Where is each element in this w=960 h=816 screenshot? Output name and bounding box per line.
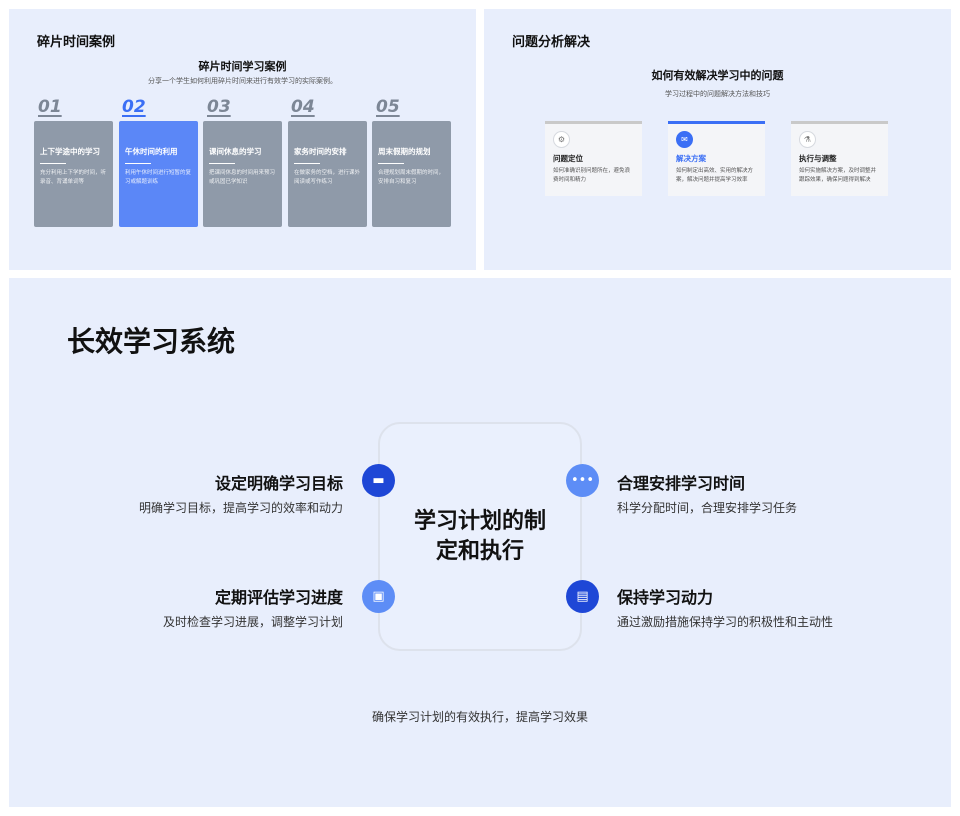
slide-title: 长效学习系统 — [67, 325, 236, 358]
case-card: 课间休息的学习 把课间休息的时间用来预习或巩固已学知识 — [203, 121, 282, 227]
case-card-desc: 在做家务的空档，进行课外阅读或写作练习 — [294, 170, 361, 185]
step-number: 02 — [122, 97, 146, 117]
system-item-title: 合理安排学习时间 — [617, 474, 746, 493]
divider — [294, 163, 320, 164]
case-card-title: 课间休息的学习 — [209, 147, 262, 156]
slide-footer: 确保学习计划的有效执行，提高学习效果 — [371, 710, 588, 724]
system-item-title: 设定明确学习目标 — [214, 474, 343, 493]
system-item-title: 保持学习动力 — [617, 588, 714, 607]
step-number: 05 — [376, 97, 400, 117]
case-card: 周末假期的规划 合理规划周末假期的时间，安排自习和复习 — [372, 121, 451, 227]
slide-subheading: 学习过程中的问题解决方法和技巧 — [665, 90, 770, 98]
step-number: 04 — [291, 97, 315, 117]
slide-heading: 如何有效解决学习中的问题 — [651, 69, 784, 82]
case-card: 家务时间的安排 在做家务的空档，进行课外阅读或写作练习 — [288, 121, 367, 227]
case-card-title: 上下学途中的学习 — [40, 147, 100, 156]
slide-title: 问题分析解决 — [512, 35, 591, 50]
message-icon: ✉ — [676, 131, 693, 148]
hub-box: 学习计划的制定和执行 — [378, 422, 582, 651]
slide-title: 碎片时间案例 — [37, 35, 116, 50]
image-icon: ▣ — [362, 580, 395, 613]
case-card-title: 家务时间的安排 — [294, 147, 347, 156]
solution-card-title: 问题定位 — [553, 154, 583, 163]
system-item-desc: 明确学习目标，提高学习的效率和动力 — [138, 501, 343, 515]
divider — [378, 163, 404, 164]
solution-card-desc: 如何制定出高效、实用的解决方案，解决问题并提高学习效率 — [676, 168, 754, 183]
solution-card-desc: 如何准确识别问题所在，避免浪费时间和精力 — [553, 168, 631, 183]
step-number: 03 — [207, 97, 231, 117]
printer-icon: ▤ — [566, 580, 599, 613]
solution-card: ✉ 解决方案 如何制定出高效、实用的解决方案，解决问题并提高学习效率 — [668, 121, 765, 196]
gear-icon: ⚙ — [553, 131, 570, 148]
case-card: 上下学途中的学习 充分利用上下学的时间，听录音、背诵单词等 — [34, 121, 113, 227]
case-card-desc: 把课间休息的时间用来预习或巩固已学知识 — [209, 170, 276, 185]
system-item-desc: 通过激励措施保持学习的积极性和主动性 — [617, 615, 834, 629]
system-item-desc: 及时检查学习进展，调整学习计划 — [162, 615, 343, 629]
case-card-desc: 利用午休时间进行短暂的复习或解题训练 — [125, 170, 192, 185]
case-card-title: 周末假期的规划 — [378, 147, 431, 156]
case-card: 午休时间的利用 利用午休时间进行短暂的复习或解题训练 — [119, 121, 198, 227]
slide-subheading: 分享一个学生如何利用碎片时间来进行有效学习的实际案例。 — [148, 77, 337, 85]
slide-heading: 碎片时间学习案例 — [198, 60, 287, 73]
solution-card: ⚗ 执行与调整 如何实施解决方案，及时调整并跟踪效果，确保问题得到解决 — [791, 121, 888, 196]
slide-fragment-time[interactable]: 碎片时间案例 碎片时间学习案例 分享一个学生如何利用碎片时间来进行有效学习的实际… — [9, 9, 476, 270]
hub-text: 学习计划的制定和执行 — [413, 508, 546, 564]
system-item: 设定明确学习目标 明确学习目标，提高学习的效率和动力 — [43, 470, 343, 516]
solution-card: ⚙ 问题定位 如何准确识别问题所在，避免浪费时间和精力 — [545, 121, 642, 196]
step-number: 01 — [38, 97, 62, 117]
solution-card-title: 执行与调整 — [799, 154, 837, 163]
case-card-desc: 合理规划周末假期的时间，安排自习和复习 — [378, 170, 445, 185]
divider — [209, 163, 235, 164]
slide-problem-solving[interactable]: 问题分析解决 如何有效解决学习中的问题 学习过程中的问题解决方法和技巧 ⚙ 问题… — [484, 9, 951, 270]
slide-long-term-system[interactable]: 长效学习系统 学习计划的制定和执行 ▬ ••• ▣ ▤ 设定明确学习目标 明确学… — [9, 278, 951, 807]
system-item: 合理安排学习时间 科学分配时间，合理安排学习任务 — [617, 470, 917, 516]
case-card-title: 午休时间的利用 — [125, 147, 178, 156]
chat-icon: ••• — [566, 464, 599, 497]
solution-card-title: 解决方案 — [676, 154, 706, 163]
divider — [125, 163, 151, 164]
system-item: 保持学习动力 通过激励措施保持学习的积极性和主动性 — [617, 584, 917, 630]
solution-card-desc: 如何实施解决方案，及时调整并跟踪效果，确保问题得到解决 — [799, 168, 877, 183]
system-item-title: 定期评估学习进度 — [214, 588, 343, 607]
sofa-icon: ▬ — [362, 464, 395, 497]
system-item-desc: 科学分配时间，合理安排学习任务 — [617, 501, 798, 515]
flask-icon: ⚗ — [799, 131, 816, 148]
case-card-desc: 充分利用上下学的时间，听录音、背诵单词等 — [40, 170, 107, 185]
system-item: 定期评估学习进度 及时检查学习进展，调整学习计划 — [43, 584, 343, 630]
divider — [40, 163, 66, 164]
